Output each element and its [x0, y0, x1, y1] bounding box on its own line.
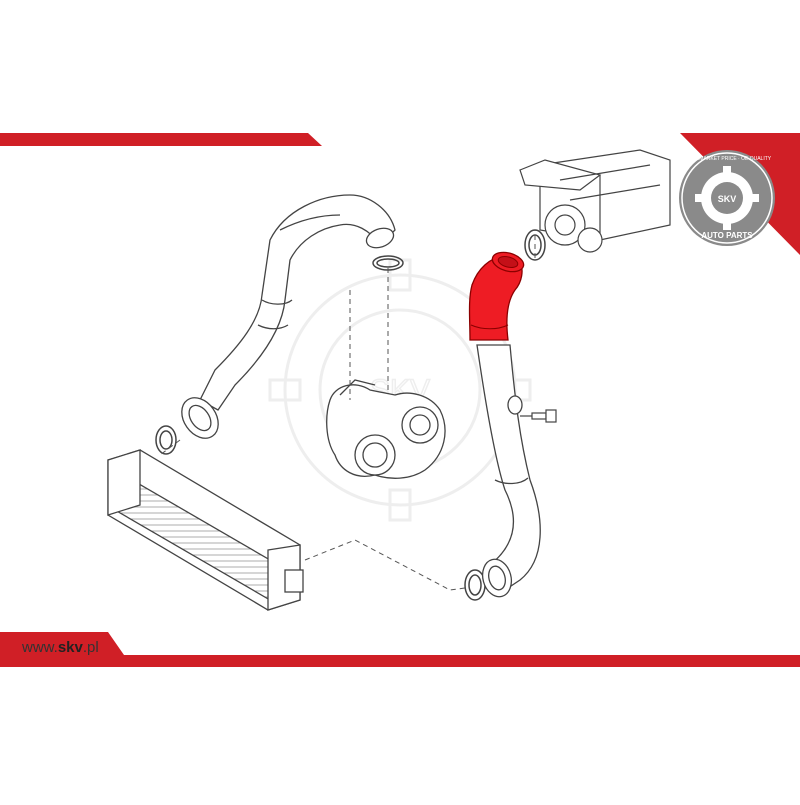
logo-text: SKV: [718, 194, 737, 204]
skv-logo: SKV AFTERMARKET PRICE · OE QUALITY AUTO …: [679, 150, 775, 246]
footer-url[interactable]: www.skv.pl: [21, 639, 99, 656]
intercooler: [107, 449, 304, 611]
bottom-red-band: [0, 632, 800, 667]
logo-bottom-text: AUTO PARTS: [701, 231, 753, 240]
gasket-left: [155, 425, 177, 455]
pressure-sensor: [520, 409, 557, 423]
turbocharger: [326, 379, 446, 479]
intercooler-pipe-lower: [476, 344, 541, 598]
gasket-upper-left: [372, 255, 404, 271]
engine-block: [519, 149, 671, 253]
highlighted-hose: [468, 251, 525, 341]
logo-ring-text: AFTERMARKET PRICE · OE QUALITY: [683, 156, 772, 162]
assembly-lines: [159, 230, 536, 591]
top-red-band: [0, 133, 322, 146]
upper-left-hose: [181, 194, 396, 439]
